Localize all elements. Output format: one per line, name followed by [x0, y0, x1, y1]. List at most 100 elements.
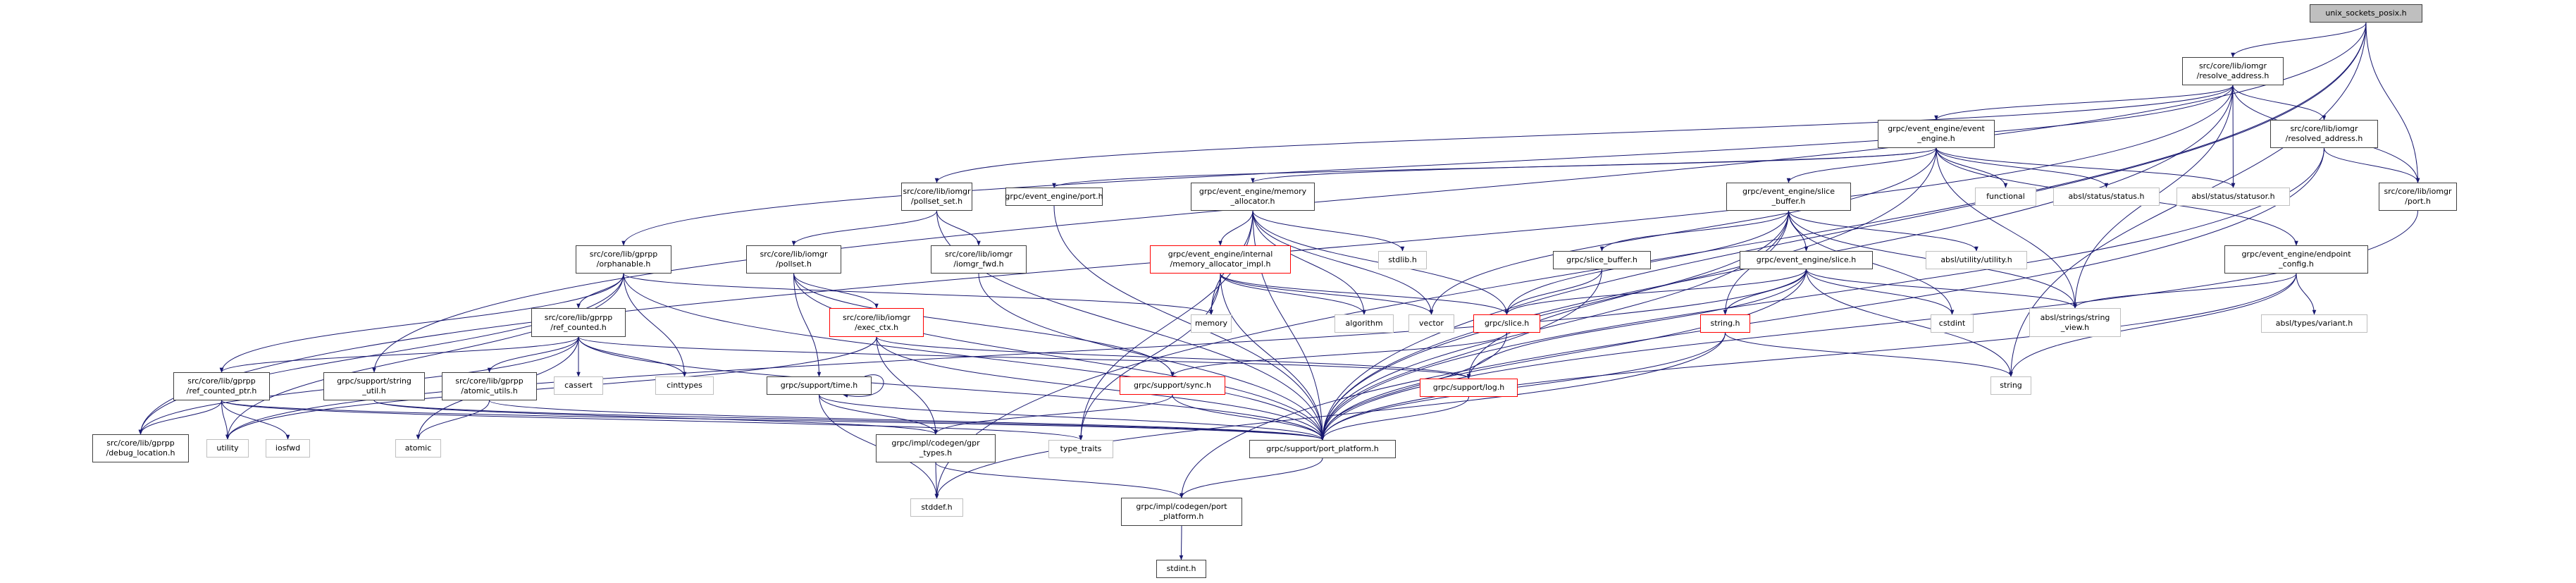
node-endpoint-config[interactable]: grpc/event_engine/endpoint _config.h: [2224, 245, 2368, 274]
edge-root-to-resolve-address: [2231, 22, 2367, 58]
edge-memory-allocator-impl-to-algorithm: [1220, 273, 1366, 315]
node-algorithm: algorithm: [1335, 314, 1394, 333]
node-root[interactable]: unix_sockets_posix.h: [2310, 4, 2422, 23]
edge-string-h-to-stddef: [934, 332, 1726, 499]
edge-grpc-slice-buffer-to-port-platform: [1320, 269, 1602, 441]
edge-exec-ctx-to-log: [876, 336, 1471, 379]
node-sync[interactable]: grpc/support/sync.h: [1120, 376, 1225, 395]
edge-root-to-port-platform: [1320, 22, 2367, 441]
edge-endpoint-config-to-string-view: [2073, 273, 2297, 309]
node-iomgr-fwd[interactable]: src/core/lib/iomgr /iomgr_fwd.h: [931, 245, 1027, 274]
edge-resolve-address-to-pollset-set: [934, 85, 2234, 183]
node-stdint[interactable]: stdint.h: [1156, 560, 1206, 578]
edge-orphanable-to-debug-location: [138, 273, 624, 435]
edge-resolved-address-to-codegen-port-platform: [1179, 147, 2324, 498]
edge-pollset-to-exec-ctx: [793, 273, 879, 309]
edge-pollset-to-port-platform: [793, 273, 1325, 441]
edge-memory-allocator-impl-to-vector: [1220, 273, 1434, 315]
edge-root-to-stddef: [934, 22, 2367, 499]
edge-event-engine-to-ee-port: [1052, 147, 1937, 188]
node-cassert: cassert: [554, 376, 603, 395]
edge-ee-slice-buffer-to-absl-utility: [1788, 210, 1979, 252]
node-ee-slice[interactable]: grpc/event_engine/slice.h: [1740, 251, 1873, 269]
edge-ref-counted-ptr-to-type-traits: [221, 400, 1083, 441]
edge-root-to-string-util: [372, 22, 2367, 373]
node-log[interactable]: grpc/support/log.h: [1420, 379, 1518, 397]
edge-ee-slice-to-string: [1806, 269, 2013, 377]
node-atomic-utils[interactable]: src/core/lib/gprpp /atomic_utils.h: [442, 372, 537, 400]
edge-ee-port-to-port-platform: [1053, 205, 1325, 441]
edge-ref-counted-ptr-to-debug-location: [138, 400, 222, 435]
node-exec-ctx[interactable]: src/core/lib/iomgr /exec_ctx.h: [829, 308, 924, 337]
node-string-h[interactable]: string.h: [1700, 314, 1750, 333]
edge-orphanable-to-ref-counted-ptr: [219, 273, 624, 373]
edge-memory-allocator-to-algorithm: [1252, 210, 1366, 315]
node-debug-location[interactable]: src/core/lib/gprpp /debug_location.h: [92, 434, 189, 462]
edge-orphanable-to-cinttypes: [623, 273, 687, 377]
node-gpr-types[interactable]: grpc/impl/codegen/gpr _types.h: [876, 434, 996, 462]
node-variant: absl/types/variant.h: [2261, 314, 2367, 333]
edge-grpc-slice-to-sync: [1170, 332, 1507, 377]
node-ref-counted-ptr[interactable]: src/core/lib/gprpp /ref_counted_ptr.h: [173, 372, 270, 400]
node-grpc-slice-buffer[interactable]: grpc/slice_buffer.h: [1553, 251, 1651, 269]
edge-endpoint-config-to-variant: [2296, 273, 2317, 315]
edge-port-platform-to-codegen-port-platform: [1179, 458, 1323, 498]
node-memory: memory: [1191, 314, 1232, 333]
node-ref-counted[interactable]: src/core/lib/gprpp /ref_counted.h: [531, 308, 626, 337]
edge-ee-slice-to-port-platform: [1320, 269, 1807, 441]
node-codegen-port-platform[interactable]: grpc/impl/codegen/port _platform.h: [1121, 498, 1242, 526]
node-iomgr-port[interactable]: src/core/lib/iomgr /port.h: [2379, 183, 2457, 211]
edge-ee-slice-to-cstdint: [1806, 269, 1955, 315]
edge-pollset-set-to-iomgr-fwd: [936, 210, 981, 246]
edge-ee-slice-to-string-view: [1806, 269, 2077, 309]
node-pollset[interactable]: src/core/lib/iomgr /pollset.h: [746, 245, 841, 274]
edge-endpoint-config-to-string: [2009, 273, 2297, 377]
edge-memory-allocator-to-memory-allocator-impl: [1218, 210, 1253, 246]
edge-resolve-address-to-event-engine: [1934, 85, 2234, 121]
edge-memory-allocator-to-vector: [1252, 210, 1434, 315]
node-ee-slice-buffer[interactable]: grpc/event_engine/slice _buffer.h: [1726, 183, 1851, 211]
edge-atomic-utils-to-port-platform: [489, 400, 1325, 441]
edge-ref-counted-to-ref-counted-ptr: [219, 336, 579, 373]
edge-ee-slice-to-grpc-slice: [1504, 269, 1807, 315]
node-time[interactable]: grpc/support/time.h: [767, 376, 872, 395]
edge-sync-to-port-platform: [1172, 394, 1325, 441]
node-cinttypes: cinttypes: [655, 376, 714, 395]
edge-ee-slice-buffer-to-log: [1466, 210, 1789, 379]
edge-exec-ctx-to-utility: [225, 336, 877, 440]
edge-event-engine-to-ee-slice-buffer: [1786, 147, 1937, 183]
node-orphanable[interactable]: src/core/lib/gprpp /orphanable.h: [576, 245, 671, 274]
node-functional: functional: [1975, 188, 2036, 206]
edge-event-engine-to-status: [1936, 147, 2109, 188]
node-memory-allocator-impl[interactable]: grpc/event_engine/internal /memory_alloc…: [1150, 245, 1291, 274]
edge-ref-counted-ptr-to-port-platform: [221, 400, 1325, 441]
edge-grpc-slice-buffer-to-grpc-slice: [1504, 269, 1602, 315]
edge-grpc-slice-to-port-platform: [1320, 332, 1507, 441]
node-memory-allocator[interactable]: grpc/event_engine/memory _allocator.h: [1191, 183, 1315, 211]
edge-atomic-utils-to-atomic: [416, 400, 490, 440]
node-resolved-address[interactable]: src/core/lib/iomgr /resolved_address.h: [2270, 120, 2378, 148]
edge-ref-counted-to-port-platform: [578, 336, 1325, 441]
edge-pollset-set-to-pollset: [791, 210, 937, 246]
edge-resolve-address-to-orphanable: [621, 85, 2234, 246]
node-pollset-set[interactable]: src/core/lib/iomgr /pollset_set.h: [901, 183, 972, 211]
node-string: string: [1990, 376, 2031, 395]
node-port-platform[interactable]: grpc/support/port_platform.h: [1249, 440, 1396, 458]
node-grpc-slice[interactable]: grpc/slice.h: [1473, 314, 1540, 333]
node-event-engine[interactable]: grpc/event_engine/event _engine.h: [1878, 120, 1995, 148]
edge-ee-slice-to-log: [1466, 269, 1807, 379]
edge-gpr-types-to-codegen-port-platform: [935, 462, 1184, 498]
node-stddef: stddef.h: [910, 498, 963, 517]
node-ee-port[interactable]: grpc/event_engine/port.h: [1005, 188, 1103, 206]
edge-string-h-to-port-platform: [1320, 332, 1726, 441]
edge-time-to-gpr-types: [819, 394, 938, 435]
edge-string-util-to-port-platform: [373, 400, 1325, 441]
node-iosfwd: iosfwd: [266, 439, 310, 458]
node-resolve-address[interactable]: src/core/lib/iomgr /resolve_address.h: [2182, 57, 2284, 85]
edge-log-to-port-platform: [1320, 396, 1469, 441]
edge-time-to-port-platform: [819, 394, 1325, 441]
edge-sync-to-gpr-types: [934, 394, 1173, 435]
node-string-util[interactable]: grpc/support/string _util.h: [323, 372, 425, 400]
node-absl-utility: absl/utility/utility.h: [1926, 251, 2027, 269]
